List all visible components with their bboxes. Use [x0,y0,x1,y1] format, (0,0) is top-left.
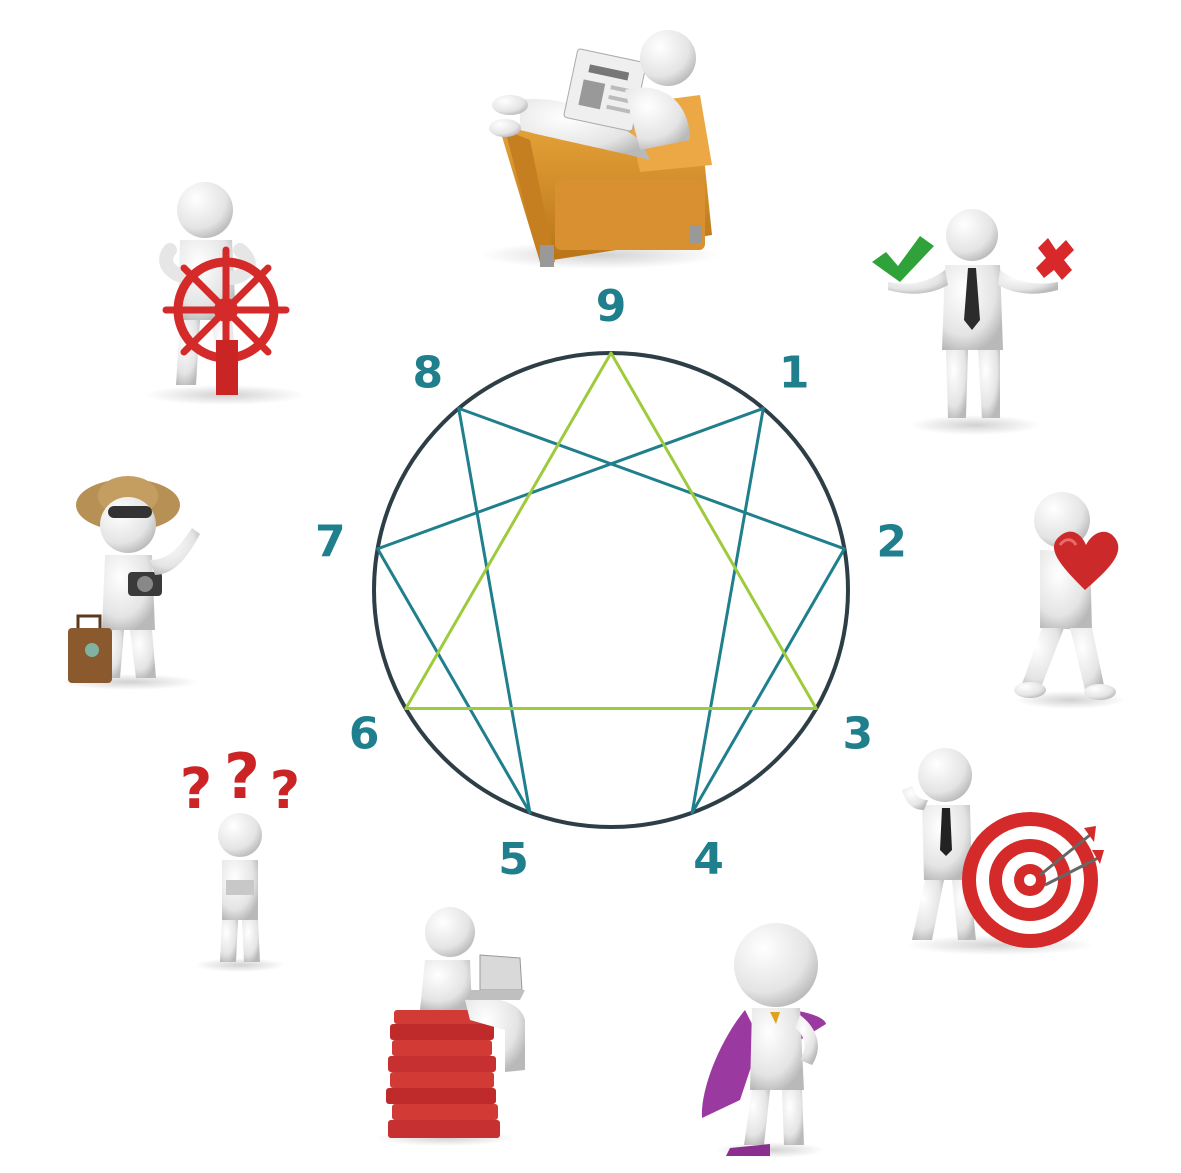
enneagram-label-3: 3 [842,709,873,760]
svg-text:?: ? [180,757,212,822]
enneagram-label-8: 8 [412,348,443,399]
enneagram-label-1: 1 [779,348,810,399]
enneagram-hexad-line [376,406,846,815]
enneagram-label-4: 4 [693,834,724,885]
figure-reading-newspaper-in-armchair [480,30,720,269]
enneagram-label-5: 5 [498,834,529,885]
figure-at-ship-wheel [145,182,305,405]
figure-with-purple-cape [701,923,826,1158]
figure-on-books-with-laptop [375,907,525,1146]
enneagram-label-9: 9 [596,281,627,332]
figure-tourist-with-suitcase [60,476,200,690]
enneagram-label-2: 2 [876,517,907,568]
enneagram-triangle [404,351,818,710]
enneagram: 9 1 2 3 4 5 6 7 8 [315,281,907,885]
figure-with-question-marks: ? ? ? [180,740,300,972]
enneagram-label-7: 7 [315,517,346,568]
svg-text:?: ? [224,740,260,813]
figure-holding-heart [1014,492,1125,709]
figure-with-check-and-cross [872,209,1074,435]
svg-text:?: ? [270,761,300,821]
enneagram-point-labels: 9 1 2 3 4 5 6 7 8 [315,281,907,885]
enneagram-circle [372,351,850,829]
figure-with-target [902,748,1104,955]
enneagram-label-6: 6 [349,709,380,760]
